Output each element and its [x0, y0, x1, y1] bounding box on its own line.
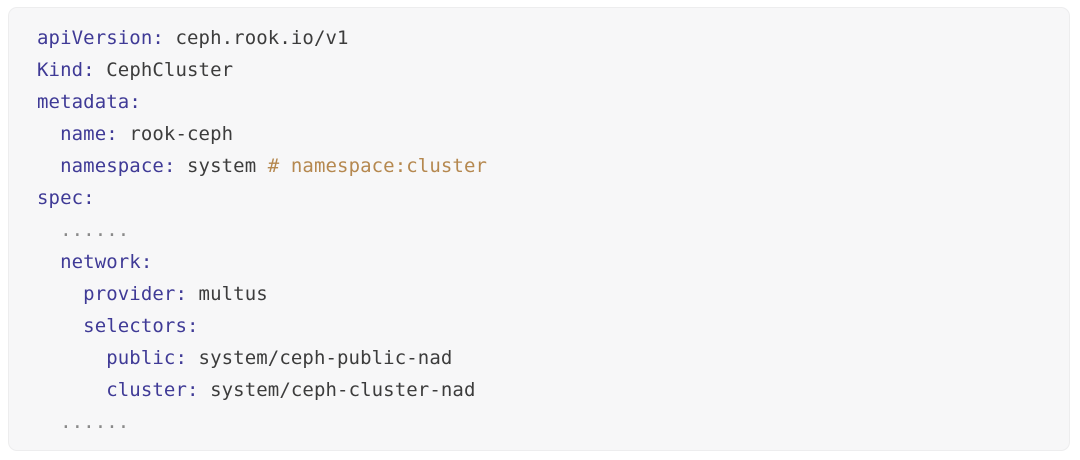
yaml-value: rook-ceph	[117, 123, 234, 145]
yaml-value: multus	[187, 283, 268, 305]
yaml-colon: :	[175, 347, 188, 369]
yaml-colon: :	[83, 187, 95, 209]
yaml-colon: :	[83, 59, 95, 81]
yaml-colon: :	[152, 27, 164, 49]
yaml-key: metadata	[37, 91, 130, 113]
yaml-colon: :	[106, 123, 118, 145]
code-line: network:	[9, 246, 1069, 278]
code-indent	[37, 155, 60, 177]
code-line: provider: multus	[9, 278, 1069, 310]
yaml-key: spec	[37, 187, 84, 209]
code-line: name: rook-ceph	[9, 118, 1069, 150]
yaml-comment: # namespace:cluster	[267, 155, 488, 177]
yaml-key: selectors	[83, 315, 188, 337]
yaml-colon: :	[187, 379, 199, 401]
code-indent	[37, 379, 106, 401]
code-line: public: system/ceph-public-nad	[9, 342, 1069, 374]
code-indent	[37, 219, 60, 241]
code-indent	[37, 315, 83, 337]
code-indent	[37, 123, 60, 145]
yaml-colon: :	[175, 283, 188, 305]
yaml-key: name	[60, 123, 107, 145]
yaml-value: system/ceph-cluster-nad	[198, 379, 476, 401]
code-line: metadata:	[9, 86, 1069, 118]
code-ellipsis: ......	[60, 219, 130, 241]
code-line: namespace: system # namespace:cluster	[9, 150, 1069, 182]
yaml-key: public	[106, 347, 176, 369]
yaml-value: system/ceph-public-nad	[187, 347, 453, 369]
code-indent	[37, 411, 60, 433]
code-ellipsis: ......	[60, 411, 130, 433]
yaml-key: network	[60, 251, 141, 273]
code-line: selectors:	[9, 310, 1069, 342]
yaml-colon: :	[129, 91, 141, 113]
yaml-key: provider	[83, 283, 176, 305]
yaml-value: system	[175, 155, 268, 177]
code-line: apiVersion: ceph.rook.io/v1	[9, 22, 1069, 54]
yaml-key: Kind	[37, 59, 84, 81]
code-indent	[37, 251, 60, 273]
yaml-value: ceph.rook.io/v1	[163, 27, 349, 49]
code-line: spec:	[9, 182, 1069, 214]
yaml-colon: :	[163, 155, 176, 177]
code-indent	[37, 283, 83, 305]
yaml-key: cluster	[106, 379, 188, 401]
code-line: ......	[9, 406, 1069, 438]
yaml-colon: :	[187, 315, 199, 337]
yaml-key: namespace	[60, 155, 164, 177]
code-indent	[37, 347, 106, 369]
code-line: Kind: CephCluster	[9, 54, 1069, 86]
yaml-value: CephCluster	[94, 59, 234, 81]
code-line: ......	[9, 214, 1069, 246]
yaml-key: apiVersion	[37, 27, 153, 49]
code-line: cluster: system/ceph-cluster-nad	[9, 374, 1069, 406]
yaml-colon: :	[140, 251, 153, 273]
